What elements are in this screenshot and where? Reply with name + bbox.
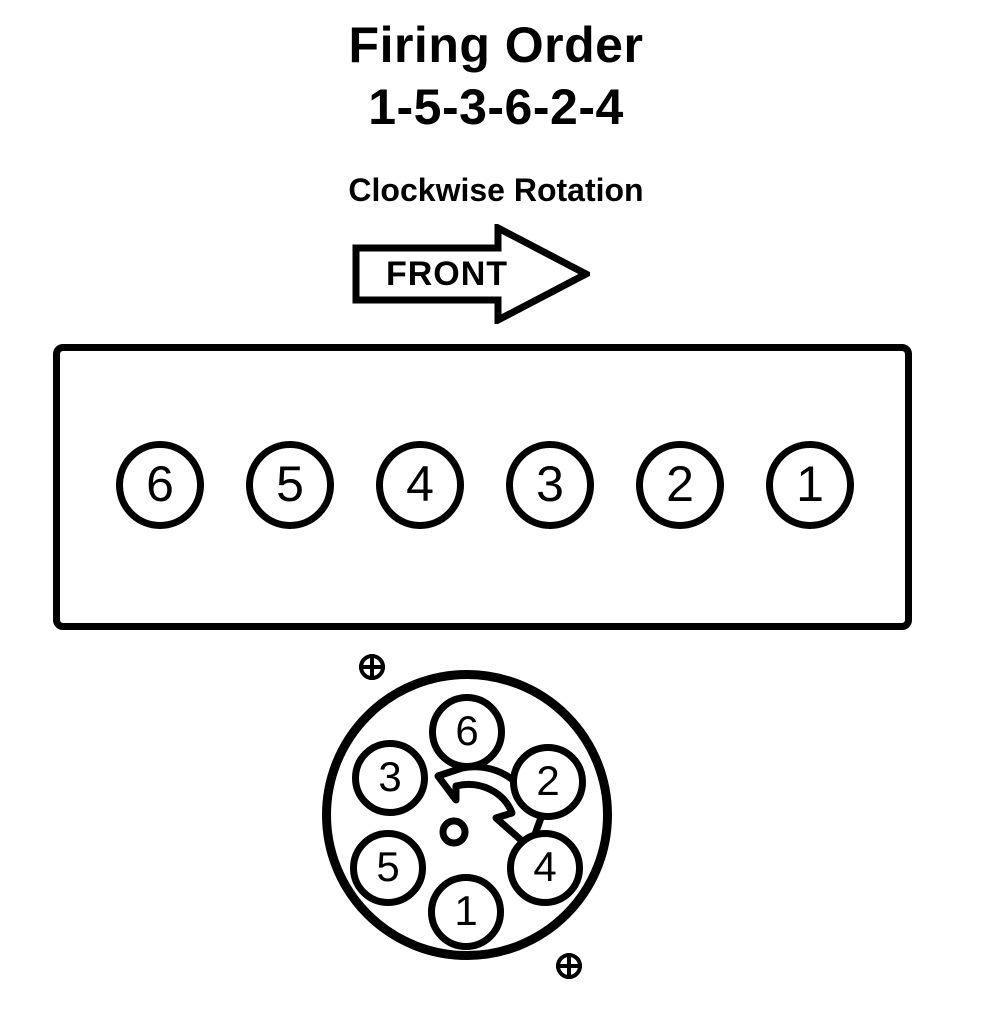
front-arrow-icon <box>352 224 590 324</box>
distributor-terminal-4: 4 <box>507 830 583 906</box>
screw-marker-top-left-icon <box>357 652 387 682</box>
screw-marker-bottom-right-icon <box>554 951 584 981</box>
cylinder-label: 4 <box>406 456 434 512</box>
cylinder-1: 1 <box>766 441 854 529</box>
distributor-terminal-3: 3 <box>352 740 428 816</box>
cylinder-6: 6 <box>116 441 204 529</box>
distributor-terminal-2: 2 <box>510 744 586 820</box>
cylinder-2: 2 <box>636 441 724 529</box>
page-title: Firing Order <box>348 17 644 73</box>
front-label: FRONT <box>385 255 509 293</box>
heading-block: Firing Order 1-5-3-6-2-4 <box>0 14 992 138</box>
distributor-terminal-label: 5 <box>376 843 400 890</box>
cylinder-label: 2 <box>666 456 694 512</box>
distributor-terminal-label: 4 <box>533 843 557 890</box>
distributor-terminal-label: 2 <box>536 757 560 804</box>
distributor-terminal-label: 3 <box>378 753 402 800</box>
cylinder-5: 5 <box>246 441 334 529</box>
distributor-terminal-label: 6 <box>455 707 479 754</box>
firing-order-sequence: 1-5-3-6-2-4 <box>368 79 624 135</box>
cylinder-label: 3 <box>536 456 564 512</box>
rotation-note: Clockwise Rotation <box>348 172 644 208</box>
cylinder-label: 1 <box>796 456 824 512</box>
distributor-terminal-label: 1 <box>454 887 478 934</box>
cylinder-3: 3 <box>506 441 594 529</box>
cylinder-4: 4 <box>376 441 464 529</box>
cylinder-label: 6 <box>146 456 174 512</box>
distributor-terminal-1: 1 <box>428 874 504 950</box>
distributor-terminal-5: 5 <box>350 830 426 906</box>
cylinder-label: 5 <box>276 456 304 512</box>
distributor-terminal-6: 6 <box>429 694 505 770</box>
